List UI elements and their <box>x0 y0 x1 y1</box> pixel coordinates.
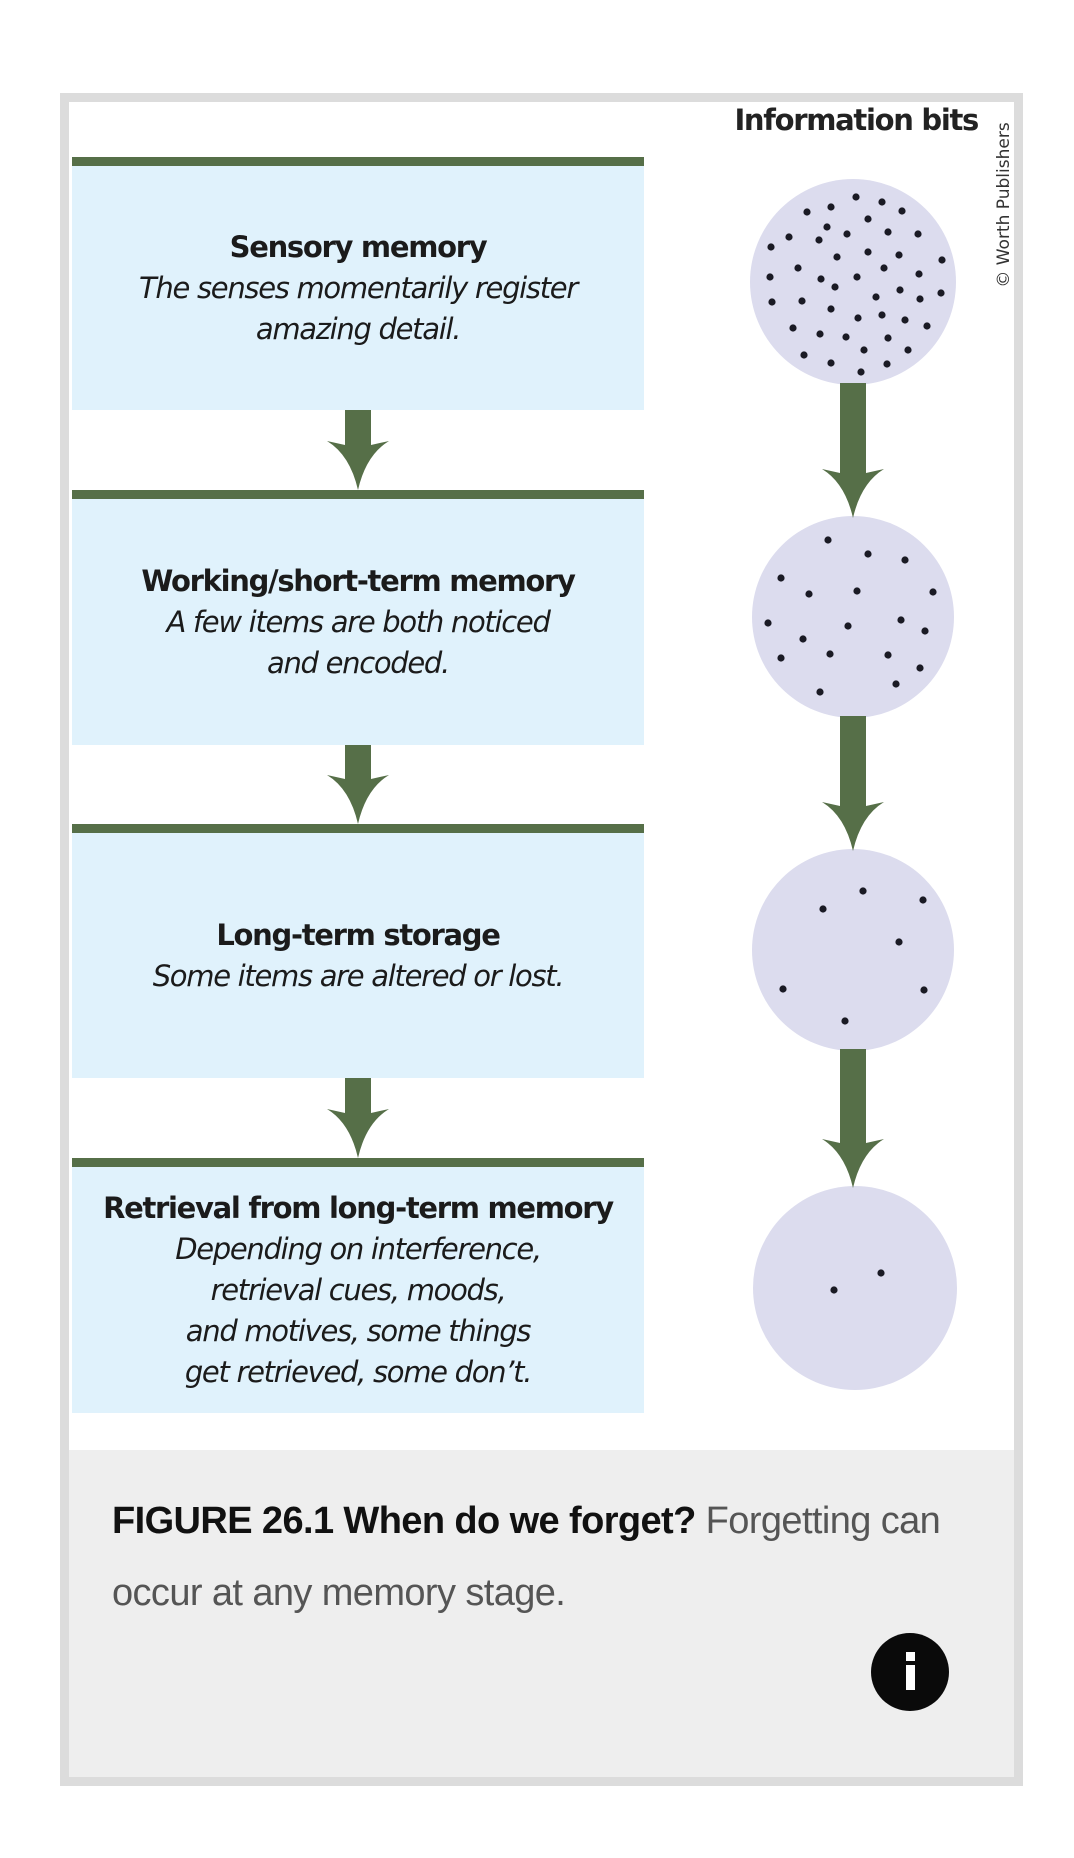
stage-description: Some items are altered or lost. <box>152 958 565 993</box>
stage-description: A few items are both noticed and encoded… <box>166 604 550 680</box>
caption-body: Forgetting can occur at any memory stage… <box>112 1500 941 1614</box>
stage-description: Depending on interference, retrieval cue… <box>175 1231 542 1389</box>
caption-panel <box>69 1450 1014 1777</box>
stage-title: Working/short-term memory <box>141 563 576 598</box>
stage-title: Retrieval from long-term memory <box>103 1190 614 1225</box>
stage-description: The senses momentarily register amazing … <box>139 270 578 346</box>
stage-working-memory: Working/short-term memory A few items ar… <box>72 490 644 745</box>
stage-retrieval: Retrieval from long-term memory Dependin… <box>72 1158 644 1413</box>
stage-sensory-memory: Sensory memory The senses momentarily re… <box>72 157 644 410</box>
stage-title: Sensory memory <box>229 229 488 264</box>
stage-long-term-storage: Long-term storage Some items are altered… <box>72 824 644 1078</box>
figure-caption: FIGURE 26.1 When do we forget? Forgettin… <box>112 1485 962 1629</box>
info-button[interactable] <box>871 1633 949 1711</box>
caption-label: FIGURE 26.1 When do we forget? <box>112 1500 696 1542</box>
copyright-notice: © Worth Publishers <box>994 122 1014 288</box>
stage-title: Long-term storage <box>216 917 501 952</box>
information-bits-header: Information bits <box>734 103 979 137</box>
